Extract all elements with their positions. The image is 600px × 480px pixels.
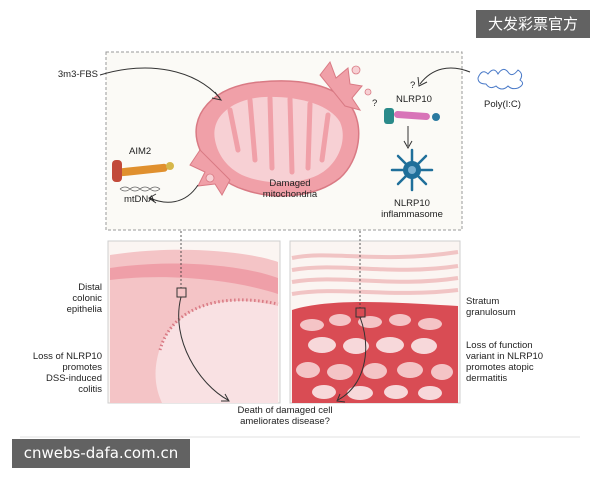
compound-label: 3m3-FBS (38, 69, 98, 80)
bottom-question-label: Death of damaged cell ameliorates diseas… (215, 405, 355, 427)
inflammasome-icon (392, 150, 432, 190)
colon-tissue-label: Distal colonic epithelia (20, 282, 102, 315)
damaged-mitochondria-label: Damaged mitochondria (250, 178, 330, 200)
watermark-top-badge: 大发彩票官方 (476, 10, 590, 38)
skin-cells-shape (292, 302, 458, 403)
inflammasome-label: NLRP10 inflammasome (372, 198, 452, 220)
nlrp10-label: NLRP10 (396, 94, 432, 105)
polyic-strand-icon (478, 69, 523, 89)
question-left-label: ? (372, 98, 377, 109)
skin-tissue-label: Stratum granulosum (466, 296, 516, 318)
aim2-label: AIM2 (129, 146, 151, 157)
polyic-label: Poly(I:C) (484, 99, 521, 110)
skin-effect-label: Loss of function variant in NLRP10 promo… (466, 340, 543, 384)
colon-epithelium-shape (110, 250, 278, 403)
colon-effect-label: Loss of NLRP10 promotes DSS-induced coli… (20, 351, 102, 395)
watermark-bottom-badge: cnwebs-dafa.com.cn (12, 439, 190, 468)
question-right-label: ? (410, 80, 415, 91)
mtdna-label: mtDNA (124, 194, 155, 205)
